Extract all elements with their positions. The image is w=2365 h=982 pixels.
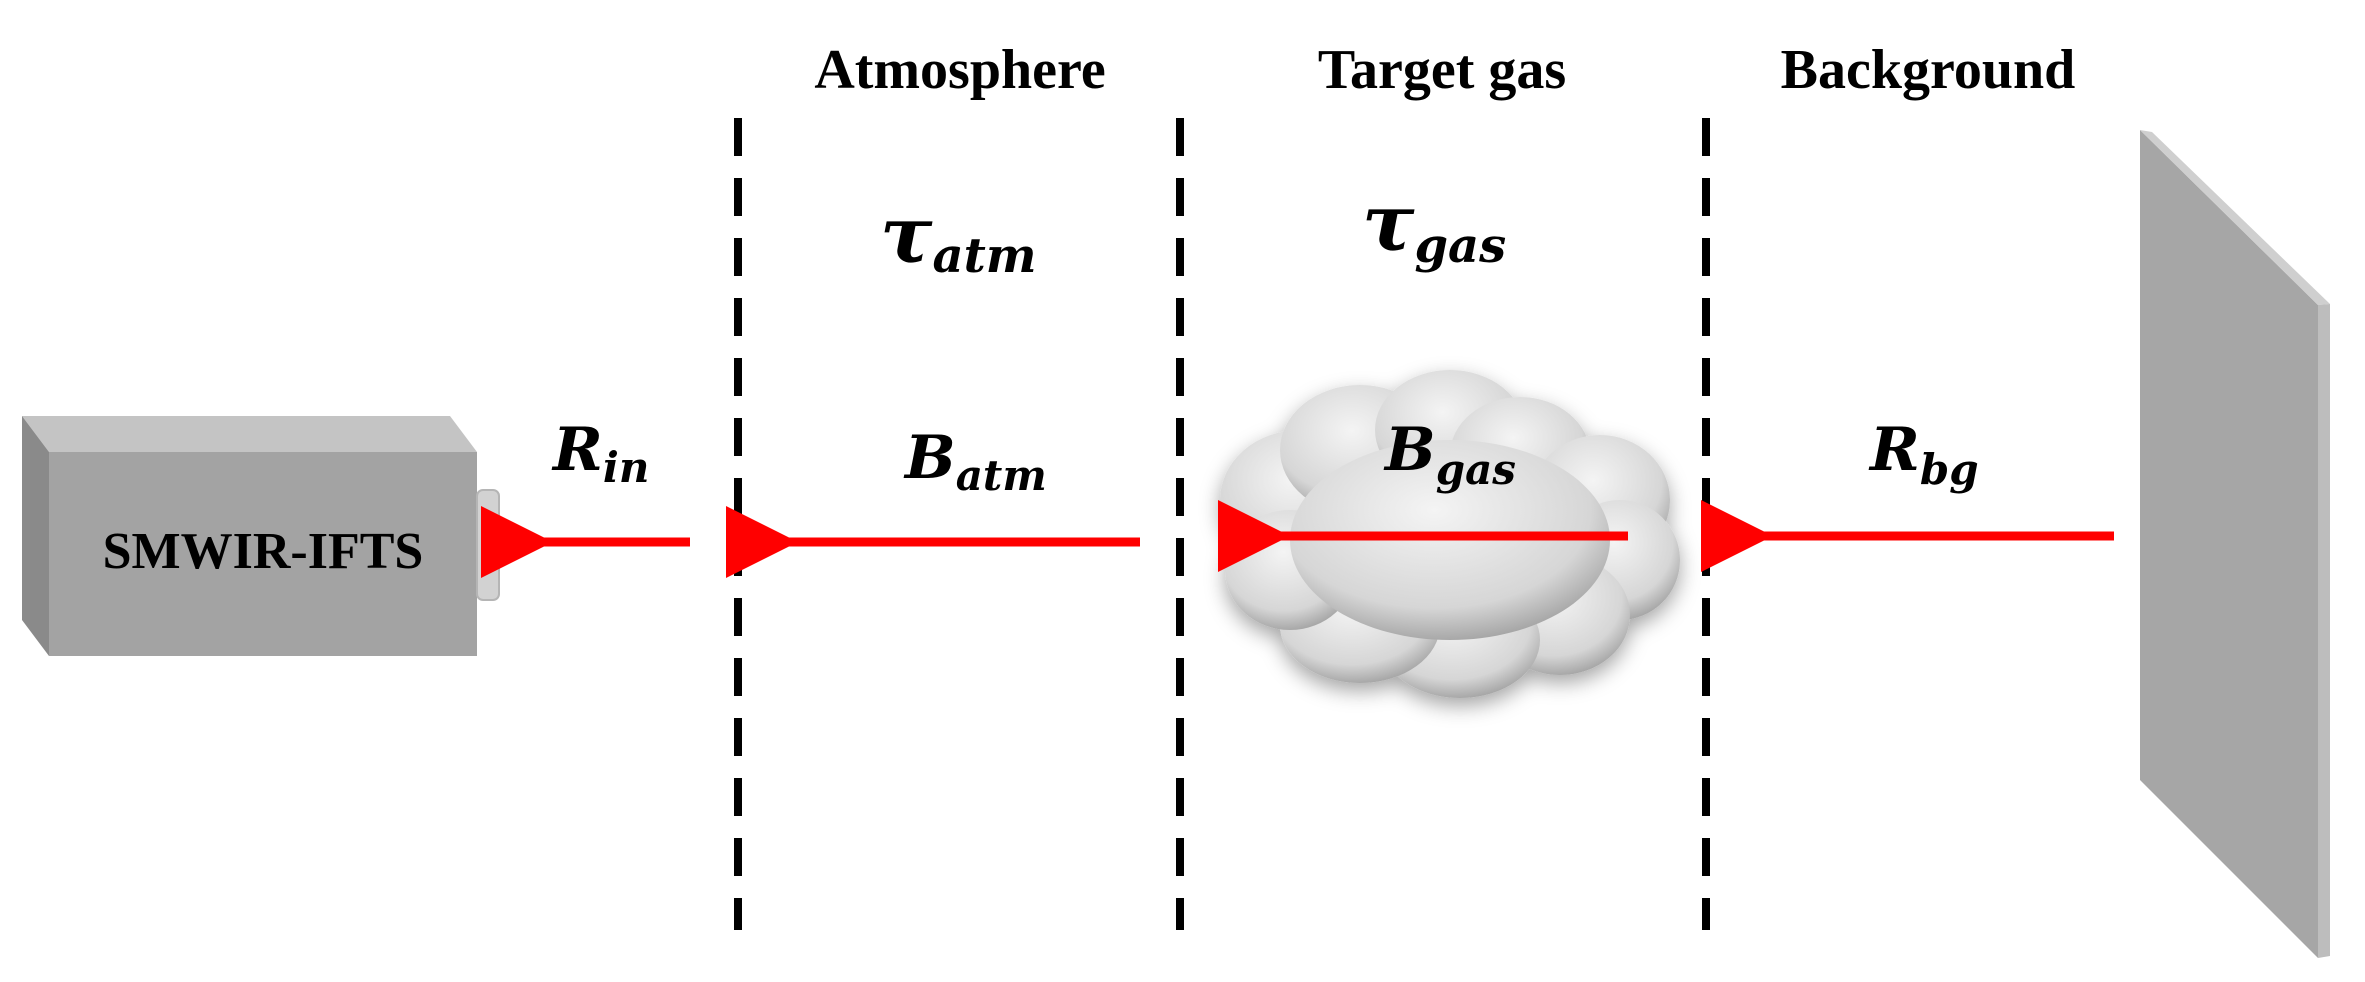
- r-in-symbol: Rin: [551, 415, 649, 492]
- b-gas-symbol: Bgas: [1383, 415, 1516, 494]
- device-label: SMWIR-IFTS: [103, 523, 424, 580]
- r-bg-sub: bg: [1920, 445, 1979, 494]
- device-front-face: [49, 452, 477, 656]
- smwir-ifts-device: SMWIR-IFTS: [22, 416, 500, 656]
- tau-atm-sub: atm: [932, 228, 1036, 284]
- r-in-main: R: [551, 415, 603, 485]
- background-panel-side: [2318, 304, 2330, 958]
- r-bg-symbol: Rbg: [1868, 415, 1979, 494]
- region-title-atmosphere: Atmosphere: [814, 39, 1105, 101]
- r-bg-main: R: [1868, 415, 1920, 485]
- background-panel: [2140, 130, 2330, 958]
- device-top-face: [22, 416, 477, 452]
- b-atm-symbol: Batm: [903, 423, 1047, 500]
- background-panel-face: [2140, 130, 2318, 958]
- region-title-background: Background: [1781, 39, 2076, 101]
- tau-atm-main: τ: [880, 190, 933, 281]
- device-lens: [476, 489, 500, 601]
- region-title-target-gas: Target gas: [1318, 39, 1566, 101]
- b-atm-sub: atm: [956, 451, 1047, 500]
- tau-gas-main: τ: [1362, 178, 1415, 269]
- tau-gas-symbol: τgas: [1362, 178, 1506, 274]
- tau-gas-sub: gas: [1414, 218, 1506, 274]
- tau-atm-symbol: τatm: [880, 190, 1037, 284]
- b-atm-main: B: [903, 423, 956, 493]
- r-in-sub: in: [603, 443, 650, 492]
- background-panel-edge: [2140, 130, 2330, 305]
- b-gas-sub: gas: [1436, 445, 1516, 494]
- b-gas-main: B: [1383, 415, 1436, 485]
- device-left-face: [22, 416, 49, 656]
